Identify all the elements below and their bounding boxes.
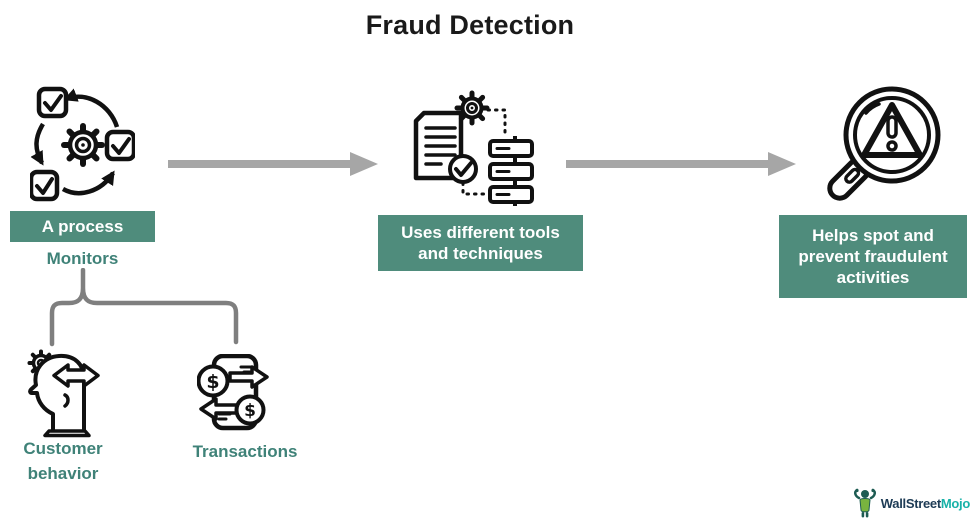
mascot-icon xyxy=(853,488,876,518)
label-monitors: Monitors xyxy=(46,249,119,268)
process-cycle-icon xyxy=(30,86,135,202)
svg-text:$: $ xyxy=(244,401,256,421)
logo-text-mojo: Mojo xyxy=(940,495,970,511)
logo-text-wallstreet: WallStreet xyxy=(880,495,941,511)
wallstreetmojo-logo: WallStreetMojo xyxy=(852,488,970,518)
label-outcome: Helps spot and prevent fraudulent activi… xyxy=(779,215,967,298)
label-transactions: Transactions xyxy=(192,442,298,461)
logo-wordmark: WallStreetMojo xyxy=(880,495,971,511)
label-customer-behavior: Customer behavior xyxy=(23,439,103,483)
transactions-icon: $ $ xyxy=(197,354,269,431)
monitors-bracket xyxy=(49,268,239,347)
magnifier-warning-icon xyxy=(827,86,941,201)
page-title: Fraud Detection xyxy=(365,10,575,40)
flow-arrow-2 xyxy=(566,152,796,176)
label-tools-techniques: Uses different tools and techniques xyxy=(378,215,583,271)
flow-arrow-1 xyxy=(168,152,378,176)
svg-text:$: $ xyxy=(206,371,219,393)
customer-behavior-icon xyxy=(27,349,100,438)
document-gear-checklist-icon xyxy=(413,90,534,206)
label-a-process: A process xyxy=(10,211,155,242)
